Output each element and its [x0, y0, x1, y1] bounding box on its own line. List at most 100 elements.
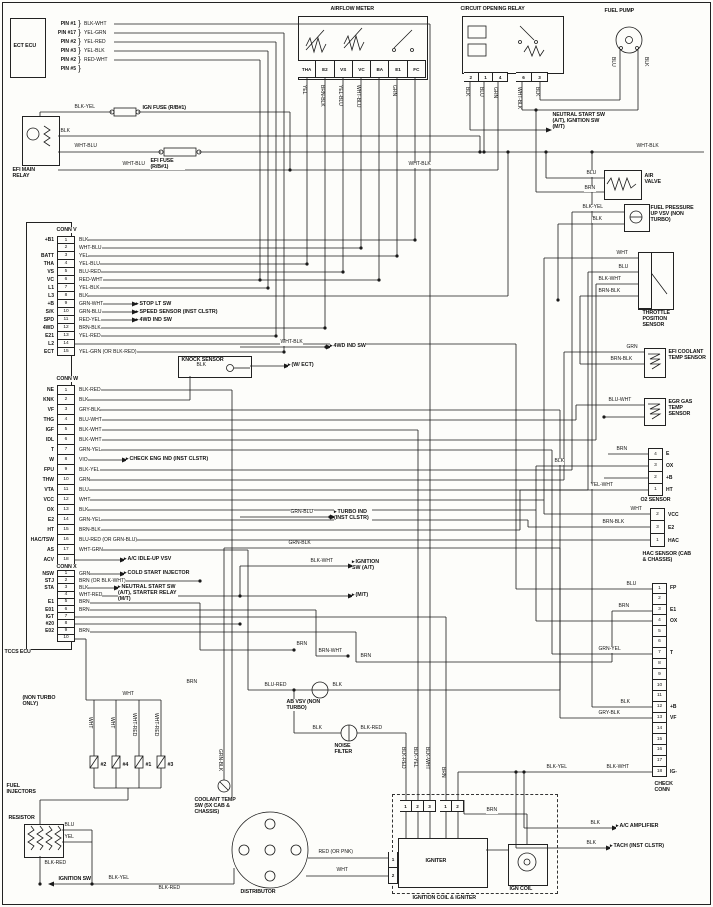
- arrowhead-icon: [330, 514, 336, 520]
- terminal-name: AS: [47, 547, 54, 553]
- wire-color: GRN-BLU: [75, 309, 102, 315]
- pin-number: 4: [57, 260, 75, 268]
- junction-dot: [359, 246, 363, 250]
- wire-label: BLK-RED: [158, 885, 181, 892]
- component-label: CIRCUIT OPENING RELAY: [460, 6, 526, 13]
- pin-number: 11: [652, 690, 667, 702]
- pin-number: 3: [648, 460, 663, 472]
- wire-color: YEL: [75, 253, 89, 259]
- arrow-icon: [124, 556, 128, 562]
- ect-pin-row: PIN #1 BLK-WHT: [46, 19, 176, 28]
- pin-number: 5: [57, 268, 75, 276]
- fuel-pressure-vsv-box: [624, 204, 650, 232]
- terminal-name: THW: [42, 477, 54, 483]
- arrowhead-icon: [612, 825, 618, 831]
- pin-number: 1: [650, 534, 665, 547]
- pin-row: STJ 2 BRN (OR BLK-WHT): [24, 577, 174, 585]
- pin-number: 7: [652, 647, 667, 659]
- pin-row: 2 VCC: [650, 508, 690, 521]
- pin-cell: 2: [464, 72, 479, 82]
- junction-dot: [482, 150, 486, 154]
- airflow-meter-box: [298, 16, 428, 80]
- pin-row: 3 E2: [650, 521, 690, 534]
- pin-number: 2: [57, 577, 75, 585]
- wire-label: BRN-BLK: [319, 84, 325, 107]
- junction-dot: [38, 882, 42, 886]
- pin-cell: 2: [388, 868, 398, 884]
- pin-row: VC 6 RED-WHT: [24, 276, 174, 284]
- pin-label: PIN #2: [60, 38, 76, 45]
- conn-v: +B1 1 BLK 2 WHT-BLU BATT 3 YEL THA 4 YEL…: [24, 236, 174, 356]
- pin-row: NE 1 BLK-RED: [24, 385, 174, 395]
- terminal-name: IDL: [45, 437, 54, 443]
- arrow-icon: [136, 301, 140, 307]
- o2-sensor: 4 E 3 OX 2 +B 1 HT: [648, 448, 688, 496]
- pin-row: 8: [652, 658, 692, 670]
- wire-label: BLK-WHT: [598, 276, 622, 283]
- component-label: AB VSV (NON TURBO): [286, 699, 327, 712]
- pin-row: E01 6 BRN: [24, 605, 174, 614]
- arrowhead-icon: [546, 127, 552, 133]
- pin-number: 8: [652, 658, 667, 670]
- wire-label: GRN: [626, 344, 639, 351]
- pin-number: 6: [57, 435, 75, 445]
- pin-number: 1: [648, 484, 663, 496]
- pin-row: THG 4 BLU-WHT: [24, 415, 174, 425]
- arrow-icon: [616, 823, 620, 829]
- destination-note: 4WD IND SW: [330, 343, 366, 349]
- wire-label: WHT-BLK: [280, 339, 304, 346]
- terminal-cell: THA: [298, 60, 317, 78]
- pin-cell: 3: [532, 72, 548, 82]
- pin-row: 6: [652, 636, 692, 648]
- resistor-box: [24, 824, 64, 858]
- wire-label: GRN-BLK: [217, 748, 223, 772]
- igniter-box: [398, 838, 488, 888]
- wire-label: GRN: [391, 84, 397, 97]
- terminal-name: OX: [667, 617, 678, 624]
- pin-row: 14: [652, 723, 692, 735]
- junction-dot: [292, 648, 296, 652]
- pin-row: FPU 9 BLK-YEL: [24, 465, 174, 475]
- pin-row: 11: [652, 690, 692, 702]
- pin-cell: 4: [493, 72, 509, 82]
- pin-row: 5: [652, 626, 692, 637]
- pin-number: 15: [57, 348, 75, 356]
- pin-number: 4: [57, 415, 75, 425]
- pin-number: 13: [652, 712, 667, 724]
- pin-row: L2 14: [24, 340, 174, 348]
- wire-label: RED (OR PNK): [318, 849, 354, 856]
- wire-label: WHT: [109, 716, 115, 729]
- pin-row: 1 FP: [652, 583, 692, 594]
- wire-color: BLU-RED: [75, 269, 101, 275]
- terminal-name: OX: [46, 507, 54, 513]
- conn-x: NSW 1 GRN STJ 2 BRN (OR BLK-WHT) STA 3 B…: [24, 570, 174, 642]
- pin-number: 15: [652, 734, 667, 745]
- wire-color: GRN-YEL: [75, 447, 102, 453]
- pin-row: 4 WHT-RED: [24, 591, 174, 599]
- terminal-name: NSW: [42, 570, 54, 577]
- component-label: RESISTOR: [8, 815, 36, 822]
- pin-number: 18: [652, 766, 667, 778]
- hac-sensor: 2 VCC 3 E2 1 HAC: [650, 508, 690, 547]
- ignition-group-outline: [392, 794, 558, 894]
- destination-note: STOP LT SW: [136, 301, 172, 307]
- air-valve-box: [604, 170, 642, 200]
- wire-color: BRN (OR BLK-WHT): [75, 577, 126, 584]
- wire-label: GRN: [492, 86, 498, 99]
- wire-color: GRN: [75, 477, 91, 483]
- wire-label: BLK-RED: [44, 860, 67, 867]
- egr-gas-temp-sensor-box: [644, 398, 666, 426]
- arrowhead-icon: [284, 363, 290, 369]
- wire-color: BLU: [75, 487, 89, 493]
- arrow-icon: [334, 509, 338, 515]
- pin-number: 16: [652, 744, 667, 756]
- pin-row: IDL 6 BLK-WHT: [24, 435, 174, 445]
- junction-dot: [288, 168, 292, 172]
- wire-color: BLU-WHT: [75, 417, 102, 423]
- pin-row: 15: [652, 734, 692, 745]
- pin-number: 11: [57, 485, 75, 495]
- knock-sensor-box: [178, 356, 252, 378]
- terminal-name: E: [663, 451, 670, 457]
- junction-dot: [590, 150, 594, 154]
